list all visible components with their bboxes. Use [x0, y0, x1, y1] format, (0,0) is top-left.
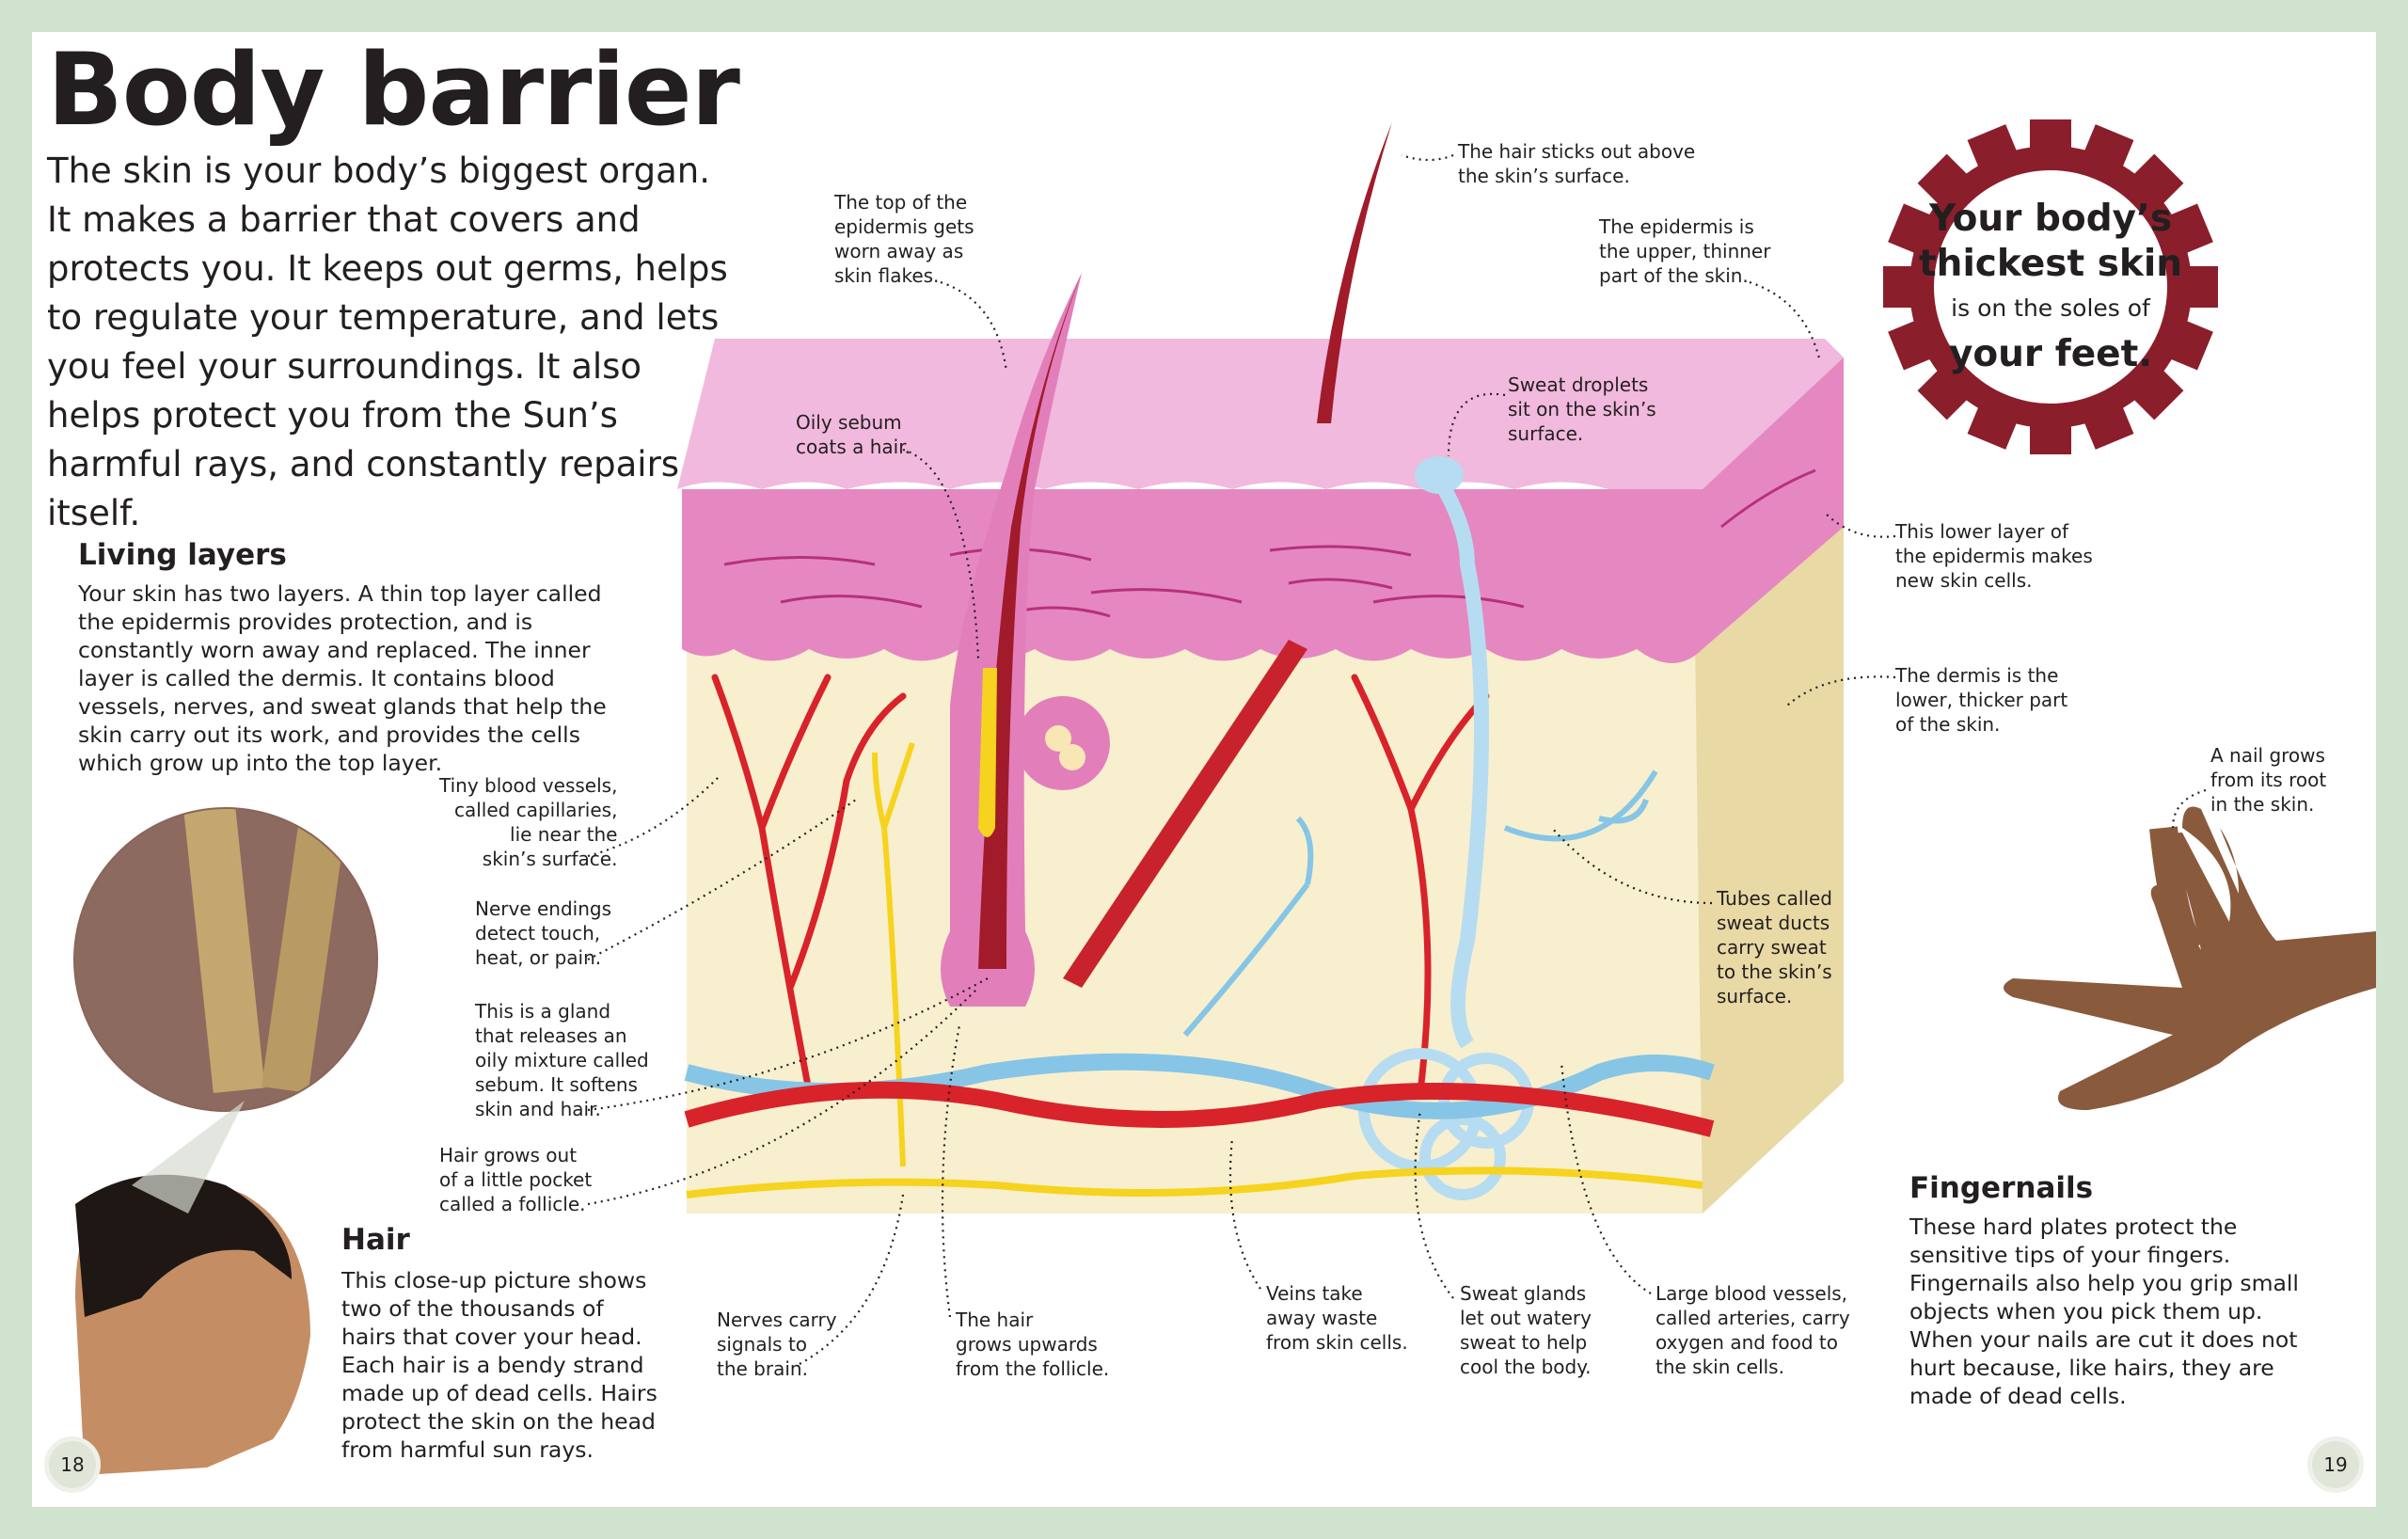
- hand-photo: [2004, 806, 2376, 1110]
- page-number-left: 18: [44, 1436, 101, 1493]
- sweat-duct: [1433, 475, 1489, 1049]
- hair-muscle: [1063, 640, 1307, 988]
- fact-line-3: is on the soles of: [1951, 294, 2151, 322]
- intro-paragraph: The skin is your body’s biggest organ. I…: [47, 151, 728, 533]
- fact-line-4: your feet.: [1949, 333, 2152, 375]
- veins: [1182, 770, 1658, 1037]
- artery-band: [684, 1081, 1715, 1137]
- nerve-band: [686, 1166, 1703, 1198]
- hair-heading: Hair: [341, 1223, 410, 1257]
- fingernails-heading: Fingernails: [1909, 1171, 2094, 1205]
- sebum: [978, 668, 997, 837]
- living-layers-text: Your skin has two layers. A thin top lay…: [78, 580, 607, 776]
- page-number-right: 19: [2307, 1436, 2364, 1493]
- fact-line-2: thickest skin: [1919, 243, 2182, 285]
- fact-gear: Your body’s thickest skin is on the sole…: [1883, 119, 2218, 454]
- capillaries: [711, 674, 1490, 1095]
- leader-lines: [587, 153, 2207, 1365]
- sweat-droplet: [1415, 456, 1464, 494]
- fact-line-1: Your body’s: [1928, 198, 2172, 240]
- nerves: [872, 742, 915, 1167]
- hair-in-follicle: [978, 273, 1082, 969]
- hair-text: This close-up picture shows two of the t…: [341, 1267, 657, 1463]
- fingernails-text: These hard plates protect the sensitive …: [1909, 1214, 2299, 1409]
- living-layers-heading: Living layers: [78, 538, 287, 572]
- upper-epidermis: [677, 339, 1844, 489]
- hair-shaft-sticking-out: [1317, 122, 1392, 423]
- label-capillaries: Tiny blood vessels,called capillaries,li…: [439, 774, 618, 870]
- page-title: Body barrier: [47, 32, 740, 148]
- label-arteries: Large blood vessels,called arteries, car…: [1656, 1282, 1850, 1378]
